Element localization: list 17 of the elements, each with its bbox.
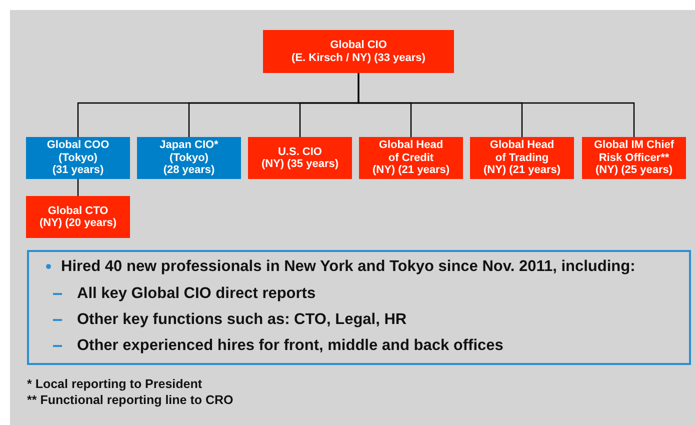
footnote: ** Functional reporting line to CRO	[27, 393, 234, 407]
org-box: Global CIO (E. Kirsch / NY) (33 years)	[263, 30, 454, 73]
footnote: * Local reporting to President	[27, 377, 202, 391]
org-box: Global COO (Tokyo) (31 years)	[26, 137, 130, 179]
org-box: U.S. CIO (NY) (35 years)	[248, 137, 352, 179]
connector-line	[358, 73, 635, 137]
connector-line	[77, 179, 79, 196]
org-box: Global Head of Credit (NY) (21 years)	[359, 137, 463, 179]
sub-bullet-text: Other experienced hires for front, middle and back offices	[77, 337, 504, 354]
sub-bullet-text: All key Global CIO direct reports	[77, 285, 316, 302]
org-box: Global CTO (NY) (20 years)	[26, 196, 130, 238]
org-box: Global Head of Trading (NY) (21 years)	[470, 137, 574, 179]
note-box	[27, 250, 691, 365]
bullet-text: Hired 40 new professionals in New York and Tokyo since Nov. 2011, including:	[61, 258, 636, 275]
sub-bullet-text: Other key functions such as: CTO, Legal, HR	[77, 311, 407, 328]
org-box: Japan CIO* (Tokyo) (28 years)	[137, 137, 241, 179]
org-box: Global IM Chief Risk Officer** (NY) (25 years)	[582, 137, 686, 179]
